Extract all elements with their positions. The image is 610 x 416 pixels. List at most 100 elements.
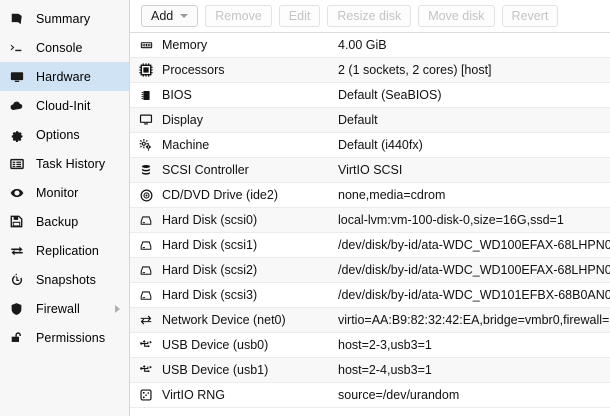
cpu-icon: [130, 63, 162, 77]
hardware-item-value: virtio=AA:B9:82:32:42:EA,bridge=vmbr0,fi…: [338, 313, 610, 327]
table-row[interactable]: SCSI Controller VirtIO SCSI: [130, 158, 610, 183]
button-label: Remove: [215, 9, 262, 23]
sidebar-item-cloud-init[interactable]: Cloud-Init: [0, 91, 129, 120]
resize-disk-button: Resize disk: [327, 5, 412, 27]
hardware-item-name: Hard Disk (scsi1): [162, 238, 258, 252]
hardware-item-value: none,media=cdrom: [338, 188, 446, 202]
table-row[interactable]: Hard Disk (scsi3) /dev/disk/by-id/ata-WDC…: [130, 283, 610, 308]
table-row[interactable]: Hard Disk (scsi2)/dev/disk/by-id/ata-WDC…: [130, 258, 610, 283]
sidebar-item-backup[interactable]: Backup: [0, 207, 129, 236]
sidebar-item-hardware[interactable]: Hardware: [0, 62, 129, 91]
sidebar-item-label: Monitor: [36, 185, 79, 200]
move-disk-button: Move disk: [418, 5, 495, 27]
hardware-item-name: Hard Disk (scsi3): [162, 288, 258, 302]
table-row[interactable]: Hard Disk (scsi1)/dev/disk/by-id/ata-WDC…: [130, 233, 610, 258]
edit-button: Edit: [278, 5, 321, 27]
harddisk-icon: [130, 290, 162, 301]
hardware-item-value: /dev/disk/by-id/ata-WDC_WD101EFBX-68B0AN…: [338, 288, 610, 302]
terminal-icon: [10, 40, 30, 56]
sidebar-item-monitor[interactable]: Monitor: [0, 178, 129, 207]
sidebar-item-replication[interactable]: Replication: [0, 236, 129, 265]
memory-icon: [130, 40, 162, 51]
hardware-item-value: Default (SeaBIOS): [338, 88, 442, 102]
table-row[interactable]: USB Device (usb0) host=2-3,usb3=1: [130, 333, 610, 358]
hardware-item-name: Processors: [162, 63, 225, 77]
sidebar-item-permissions[interactable]: Permissions: [0, 323, 129, 352]
hardware-item-value: 4.00 GiB: [338, 38, 387, 52]
chevron-right-icon: [115, 304, 120, 313]
sidebar-item-label: Hardware: [36, 69, 91, 84]
sidebar-item-label: Firewall: [36, 301, 80, 316]
hardware-item-value: Default: [338, 113, 378, 127]
hardware-item-name: Display: [162, 113, 203, 127]
sidebar-item-label: Permissions: [36, 330, 106, 345]
harddisk-icon: [130, 265, 162, 276]
remove-button: Remove: [205, 5, 272, 27]
sync-icon: [10, 243, 30, 259]
table-row[interactable]: Machine Default (i440fx): [130, 133, 610, 158]
sidebar-item-summary[interactable]: Summary: [0, 4, 129, 33]
table-row[interactable]: CD/DVD Drive (ide2)none,media=cdrom: [130, 183, 610, 208]
hardware-item-value: VirtIO SCSI: [338, 163, 403, 177]
hardware-item-name: Hard Disk (scsi2): [162, 263, 258, 277]
dice-icon: [130, 389, 162, 401]
floppy-icon: [10, 214, 30, 230]
hardware-item-value: Default (i440fx): [338, 138, 423, 152]
book-icon: [10, 11, 30, 27]
hardware-item-name: Machine: [162, 138, 210, 152]
hardware-toolbar: Add Remove Edit Resize disk Move disk Revert: [130, 0, 610, 33]
gears-icon: [130, 138, 162, 152]
sidebar-item-task-history[interactable]: Task History: [0, 149, 129, 178]
revert-button: Revert: [501, 5, 559, 27]
sidebar-item-firewall[interactable]: Firewall: [0, 294, 129, 323]
hardware-item-value: local-lvm:vm-100-disk-0,size=16G,ssd=1: [338, 213, 564, 227]
usb-icon: [130, 364, 162, 376]
hardware-item-name: VirtIO RNG: [162, 388, 225, 402]
harddisk-icon: [130, 240, 162, 251]
hardware-item-name: USB Device (usb1): [162, 363, 269, 377]
gear-icon: [10, 127, 30, 143]
sidebar-item-label: Task History: [36, 156, 106, 171]
chevron-down-icon: [180, 14, 189, 18]
table-row[interactable]: Network Device (net0) virtio=AA:B9:82:32:…: [130, 308, 610, 333]
table-row[interactable]: Display Default: [130, 108, 610, 133]
history-icon: [10, 272, 30, 288]
sidebar-item-label: Snapshots: [36, 272, 96, 287]
harddisk-icon: [130, 215, 162, 226]
hardware-item-value: host=2-3,usb3=1: [338, 338, 432, 352]
button-label: Revert: [511, 9, 549, 23]
hardware-item-value: source=/dev/urandom: [338, 388, 460, 402]
hardware-item-name: SCSI Controller: [162, 163, 249, 177]
hardware-item-name: USB Device (usb0): [162, 338, 269, 352]
sidebar-item-label: Backup: [36, 214, 79, 229]
usb-icon: [130, 339, 162, 351]
sidebar-item-options[interactable]: Options: [0, 120, 129, 149]
table-row[interactable]: USB Device (usb1)host=2-4,usb3=1: [130, 358, 610, 383]
sidebar-item-label: Options: [36, 127, 80, 142]
button-label: Add: [151, 9, 174, 23]
network-icon: [130, 314, 162, 326]
database-icon: [130, 164, 162, 177]
sidebar-item-label: Cloud-Init: [36, 98, 91, 113]
table-row[interactable]: Hard Disk (scsi0) local-lvm:vm-100-disk-0…: [130, 208, 610, 233]
button-label: Move disk: [428, 9, 485, 23]
add-button[interactable]: Add: [141, 5, 199, 27]
monitor-icon: [10, 69, 30, 85]
table-row[interactable]: VirtIO RNG source=/dev/urandom: [130, 383, 610, 408]
sidebar-item-console[interactable]: Console: [0, 33, 129, 62]
hardware-item-name: Network Device (net0): [162, 313, 286, 327]
cloud-icon: [10, 98, 30, 114]
list-icon: [10, 156, 30, 172]
shield-icon: [10, 301, 30, 317]
hardware-item-name: Hard Disk (scsi0): [162, 213, 258, 227]
sidebar-item-label: Summary: [36, 11, 91, 26]
display-icon: [130, 114, 162, 126]
sidebar-item-snapshots[interactable]: Snapshots: [0, 265, 129, 294]
